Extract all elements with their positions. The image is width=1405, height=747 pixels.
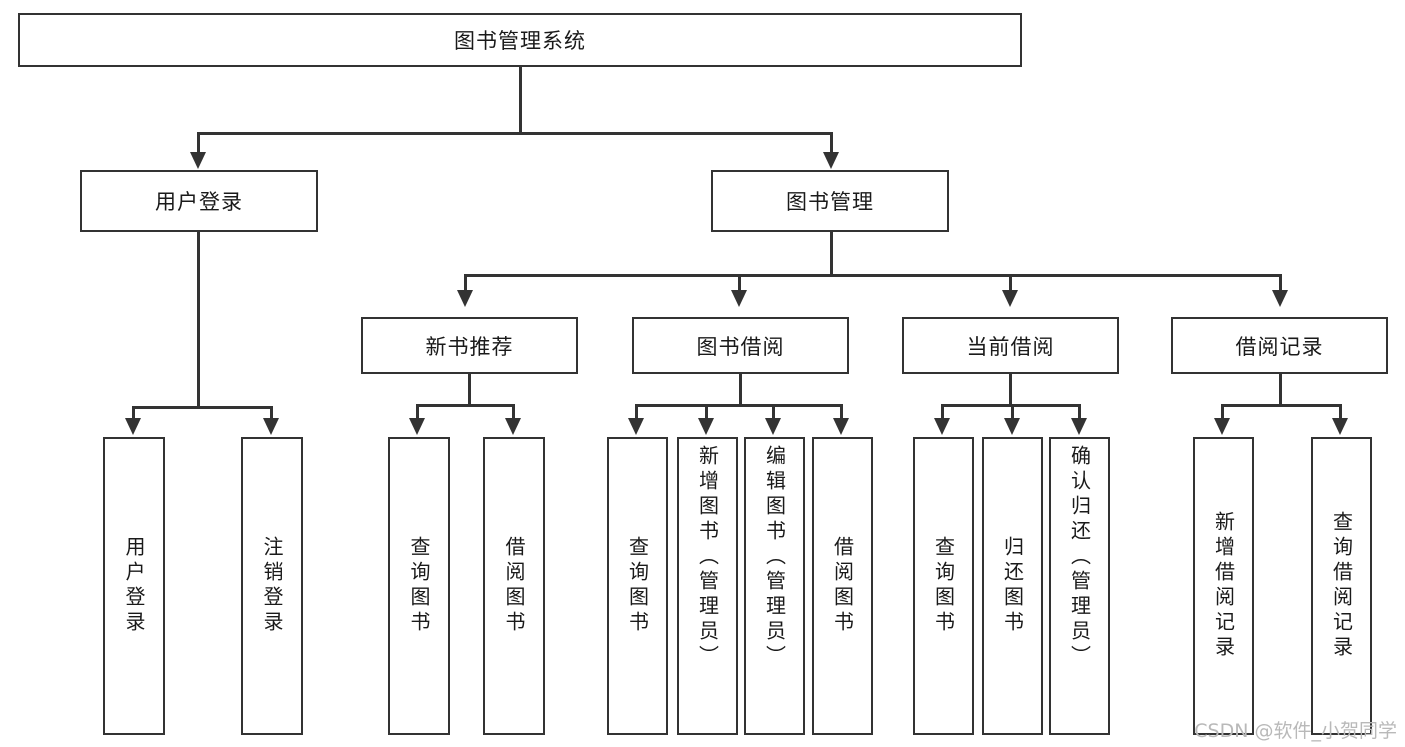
leaf-query-books-recommend[interactable]: 查询图书 xyxy=(388,437,450,735)
arrow-borrow-to-c4 xyxy=(833,418,849,435)
connector-root-to-bookmgmt xyxy=(830,132,833,154)
connector-records-to-c1 xyxy=(1221,404,1224,420)
node-root[interactable]: 图书管理系统 xyxy=(18,13,1022,67)
leaf-borrow-books-recommend-label: 借阅图书 xyxy=(502,536,526,636)
connector-newbooks-to-c2 xyxy=(512,404,515,420)
node-borrow-records[interactable]: 借阅记录 xyxy=(1171,317,1388,374)
connector-borrow-to-c4 xyxy=(840,404,843,420)
connector-login-to-leaf1 xyxy=(132,406,135,420)
arrow-current-to-c3 xyxy=(1071,418,1087,435)
connector-bookmgmt-to-borrow xyxy=(738,274,741,292)
connector-current-to-c2 xyxy=(1011,404,1014,420)
arrow-borrow-to-c2 xyxy=(698,418,714,435)
arrow-borrow-to-c3 xyxy=(765,418,781,435)
arrow-bookmgmt-to-borrow xyxy=(731,290,747,307)
connector-borrow-to-c1 xyxy=(635,404,638,420)
connector-bookmgmt-bus xyxy=(464,274,1279,277)
leaf-return-books-label: 归还图书 xyxy=(1000,536,1025,636)
leaf-query-books-current[interactable]: 查询图书 xyxy=(913,437,974,735)
leaf-borrow-books-borrow[interactable]: 借阅图书 xyxy=(812,437,873,735)
connector-borrow-to-c2 xyxy=(705,404,708,420)
connector-current-to-c1 xyxy=(941,404,944,420)
arrow-login-to-leaf1 xyxy=(125,418,141,435)
connector-bookmgmt-to-newbooks xyxy=(464,274,467,292)
arrow-current-to-c1 xyxy=(934,418,950,435)
connector-newbooks-stem xyxy=(468,374,471,406)
arrow-bookmgmt-to-records xyxy=(1272,290,1288,307)
arrow-current-to-c2 xyxy=(1004,418,1020,435)
leaf-edit-book-admin[interactable]: 编辑图书（管理员） xyxy=(744,437,805,735)
node-new-book-recommend[interactable]: 新书推荐 xyxy=(361,317,578,374)
connector-records-bus xyxy=(1221,404,1341,407)
arrow-records-to-c1 xyxy=(1214,418,1230,435)
leaf-query-borrow-record[interactable]: 查询借阅记录 xyxy=(1311,437,1372,735)
connector-current-to-c3 xyxy=(1078,404,1081,420)
leaf-add-borrow-record[interactable]: 新增借阅记录 xyxy=(1193,437,1254,735)
leaf-logout-label: 注销登录 xyxy=(260,536,284,636)
leaf-query-borrow-record-label: 查询借阅记录 xyxy=(1329,511,1354,661)
arrow-login-to-leaf2 xyxy=(263,418,279,435)
connector-borrow-to-c3 xyxy=(772,404,775,420)
node-book-management-label: 图书管理 xyxy=(786,190,874,214)
connector-current-stem xyxy=(1009,374,1012,406)
leaf-borrow-books-recommend[interactable]: 借阅图书 xyxy=(483,437,545,735)
arrow-root-to-bookmgmt xyxy=(823,152,839,169)
connector-login-to-leaf2 xyxy=(270,406,273,420)
node-current-borrow[interactable]: 当前借阅 xyxy=(902,317,1119,374)
node-book-management[interactable]: 图书管理 xyxy=(711,170,949,232)
connector-bookmgmt-to-current xyxy=(1009,274,1012,292)
leaf-confirm-return-admin[interactable]: 确认归还（管理员） xyxy=(1049,437,1110,735)
connector-root-bus xyxy=(197,132,832,135)
connector-borrow-stem xyxy=(739,374,742,406)
connector-root-stem xyxy=(519,67,522,134)
node-new-book-recommend-label: 新书推荐 xyxy=(425,334,514,359)
node-book-borrow[interactable]: 图书借阅 xyxy=(632,317,849,374)
arrow-bookmgmt-to-newbooks xyxy=(457,290,473,307)
node-user-login-label: 用户登录 xyxy=(155,190,243,214)
leaf-query-books-borrow[interactable]: 查询图书 xyxy=(607,437,668,735)
node-book-borrow-label: 图书借阅 xyxy=(696,334,785,359)
connector-bookmgmt-stem xyxy=(830,232,833,276)
connector-root-to-login xyxy=(197,132,200,154)
arrow-newbooks-to-c1 xyxy=(409,418,425,435)
leaf-user-login[interactable]: 用户登录 xyxy=(103,437,165,735)
connector-borrow-bus xyxy=(635,404,842,407)
leaf-add-borrow-record-label: 新增借阅记录 xyxy=(1211,511,1236,661)
watermark-text: CSDN @软件_小贺同学 xyxy=(1194,720,1397,742)
node-root-label: 图书管理系统 xyxy=(454,29,586,53)
connector-login-stem xyxy=(197,232,200,408)
arrow-borrow-to-c1 xyxy=(628,418,644,435)
leaf-logout[interactable]: 注销登录 xyxy=(241,437,303,735)
connector-records-to-c2 xyxy=(1339,404,1342,420)
leaf-add-book-admin[interactable]: 新增图书（管理员） xyxy=(677,437,738,735)
leaf-borrow-books-borrow-label: 借阅图书 xyxy=(830,536,855,636)
leaf-edit-book-admin-label: 编辑图书（管理员） xyxy=(762,445,787,670)
node-user-login[interactable]: 用户登录 xyxy=(80,170,318,232)
leaf-query-books-borrow-label: 查询图书 xyxy=(625,536,650,636)
leaf-query-books-current-label: 查询图书 xyxy=(931,536,956,636)
leaf-return-books[interactable]: 归还图书 xyxy=(982,437,1043,735)
arrow-newbooks-to-c2 xyxy=(505,418,521,435)
node-current-borrow-label: 当前借阅 xyxy=(966,334,1055,359)
arrow-records-to-c2 xyxy=(1332,418,1348,435)
arrow-root-to-login xyxy=(190,152,206,169)
connector-login-bus xyxy=(132,406,272,409)
leaf-add-book-admin-label: 新增图书（管理员） xyxy=(695,445,720,670)
connector-bookmgmt-to-records xyxy=(1279,274,1282,292)
connector-newbooks-bus xyxy=(416,404,515,407)
leaf-user-login-label: 用户登录 xyxy=(122,536,146,636)
arrow-bookmgmt-to-current xyxy=(1002,290,1018,307)
leaf-confirm-return-admin-label: 确认归还（管理员） xyxy=(1067,445,1092,670)
leaf-query-books-recommend-label: 查询图书 xyxy=(407,536,431,636)
connector-current-bus xyxy=(941,404,1080,407)
connector-newbooks-to-c1 xyxy=(416,404,419,420)
node-borrow-records-label: 借阅记录 xyxy=(1235,334,1324,359)
connector-records-stem xyxy=(1279,374,1282,406)
